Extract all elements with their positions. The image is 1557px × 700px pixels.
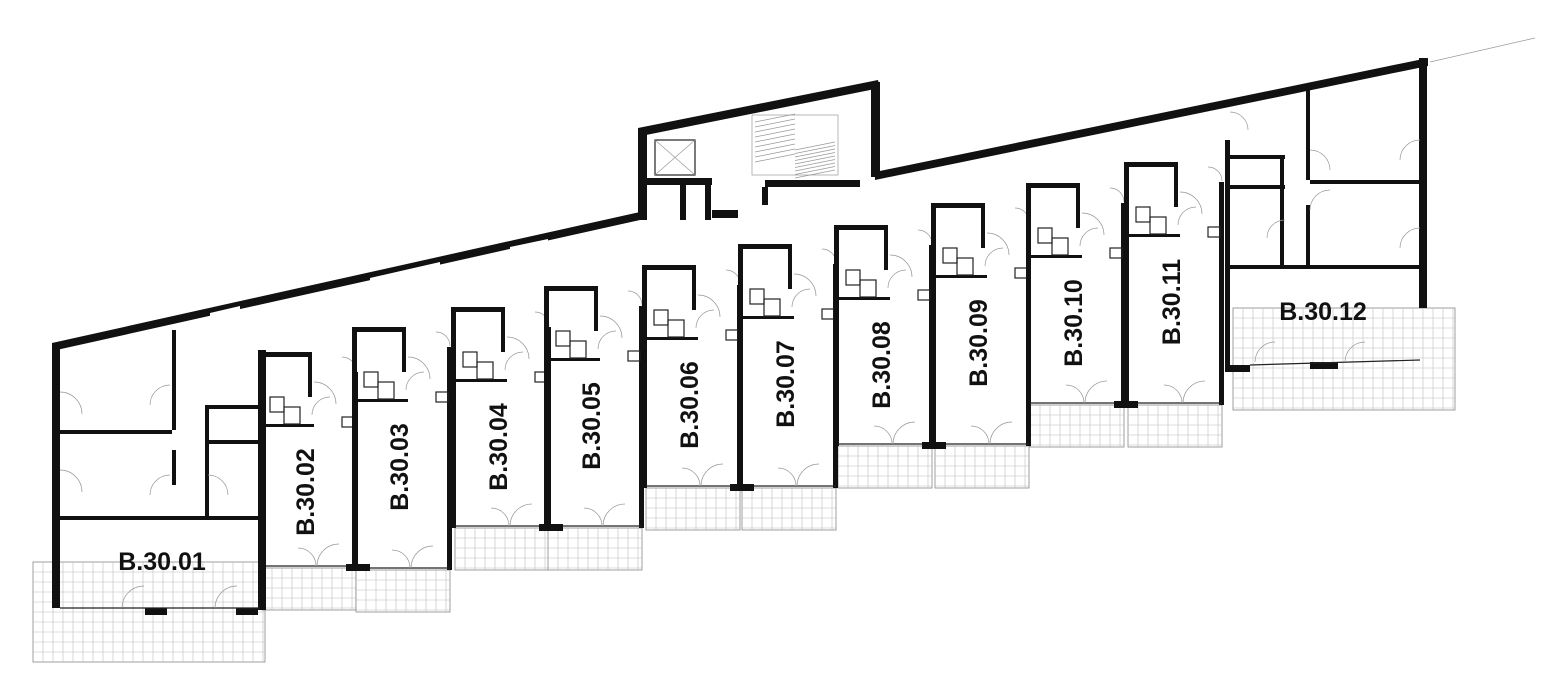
balconies bbox=[32, 307, 1456, 663]
balcony-unit-9 bbox=[934, 445, 1030, 489]
unit-label: B.30.05 bbox=[578, 382, 606, 470]
balcony-b3012 bbox=[1232, 307, 1456, 411]
units bbox=[258, 162, 1224, 571]
unit-labels: B.30.01 B.30.02 B.30.03 B.30.04 B.30.05 B.30.… bbox=[118, 259, 1367, 576]
unit-label: B.30.08 bbox=[868, 321, 896, 409]
unit-label: B.30.01 bbox=[118, 548, 206, 576]
unit-label: B.30.03 bbox=[386, 423, 414, 511]
site-line bbox=[1429, 37, 1536, 63]
unit-label: B.30.04 bbox=[485, 403, 513, 491]
unit-label: B.30.12 bbox=[1279, 298, 1367, 326]
unit-label: B.30.11 bbox=[1158, 259, 1186, 345]
outer-walls bbox=[52, 58, 1428, 608]
balcony-unit-3 bbox=[355, 569, 451, 613]
unit-label: B.30.02 bbox=[292, 448, 320, 536]
balcony-unit-6 bbox=[645, 487, 741, 531]
unit-10 bbox=[1026, 183, 1126, 405]
unit-label: B.30.07 bbox=[772, 340, 800, 428]
unit-label: B.30.06 bbox=[676, 361, 704, 449]
unit-wing-left bbox=[59, 330, 266, 615]
balcony-unit-2 bbox=[261, 567, 357, 611]
balcony-unit-5 bbox=[547, 527, 643, 571]
unit-label: B.30.10 bbox=[1060, 279, 1088, 367]
staircase bbox=[654, 113, 839, 179]
balcony-b3001 bbox=[32, 561, 266, 663]
unit-3 bbox=[352, 327, 452, 570]
unit-label: B.30.09 bbox=[965, 299, 993, 387]
balcony-unit-8 bbox=[837, 445, 933, 489]
unit-5 bbox=[544, 286, 644, 528]
balcony-unit-11 bbox=[1127, 404, 1223, 448]
balcony-unit-4 bbox=[454, 527, 550, 571]
balcony-unit-7 bbox=[741, 487, 837, 531]
balcony-unit-10 bbox=[1029, 404, 1125, 448]
unit-11 bbox=[1124, 162, 1224, 405]
unit-wing-right bbox=[1225, 88, 1421, 372]
